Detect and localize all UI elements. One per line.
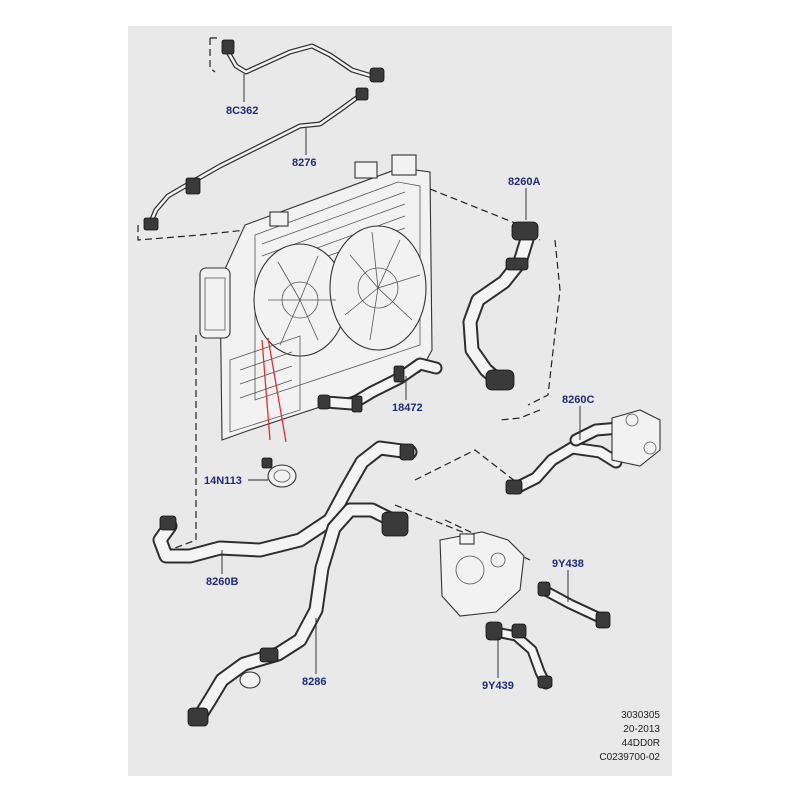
callout-8260b: 8260B (206, 576, 239, 588)
reference-line-2: 20-2013 (623, 724, 660, 735)
part-8c362-pipe (221, 39, 385, 83)
part-8260b-hose (152, 440, 418, 564)
callout-8c362: 8C362 (226, 105, 259, 117)
diagram-background (128, 26, 672, 776)
reference-line-1: 3030305 (621, 710, 660, 721)
part-8286-hose (187, 502, 409, 727)
part-9y439-pipe (485, 621, 553, 690)
part-14n113-clip (261, 457, 297, 488)
dashed-lines (137, 37, 561, 561)
callout-8286: 8286 (302, 676, 327, 688)
reference-line-4: C0239700-02 (599, 752, 660, 763)
callout-18472: 18472 (392, 402, 423, 414)
red-leader-lines (261, 337, 287, 443)
callout-8276: 8276 (292, 157, 317, 169)
callout-9y438: 9Y438 (552, 558, 584, 570)
reference-line-3: 44DD0R (621, 738, 660, 749)
part-thermostat-housing (439, 531, 525, 617)
part-9y438-pipe (537, 581, 611, 629)
part-18472-pipe (317, 357, 443, 413)
callout-9y439: 9Y439 (482, 680, 514, 692)
callout-leaders (221, 74, 581, 678)
part-8276-pipe (143, 87, 369, 231)
radiator-fan-assembly (199, 154, 433, 441)
callout-14n113: 14N113 (204, 475, 242, 487)
callout-8260c: 8260C (562, 394, 595, 406)
part-8260a-hose (462, 221, 539, 391)
part-8260c-hose (505, 409, 661, 495)
callout-8260a: 8260A (508, 176, 541, 188)
